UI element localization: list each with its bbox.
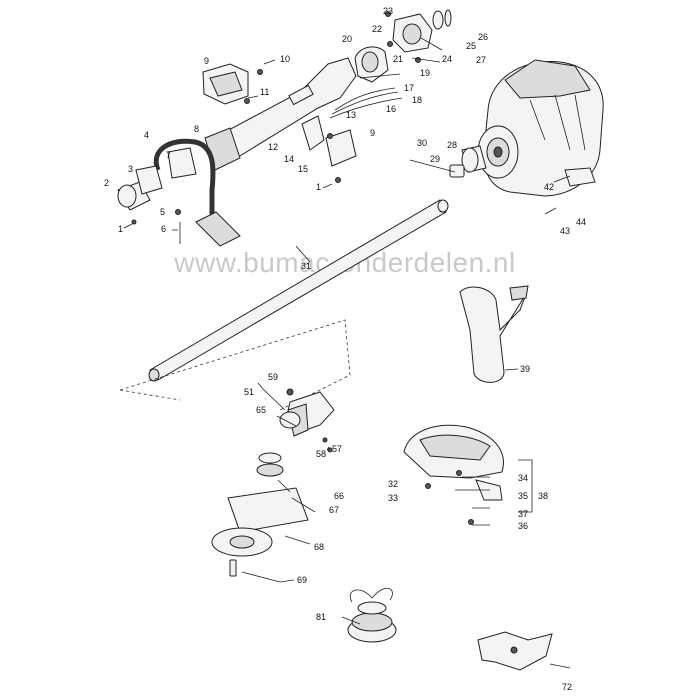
callout-5: 5 [160,207,165,217]
callout-44: 44 [576,217,586,227]
callout-36: 36 [518,521,528,531]
drive-housing [204,57,357,171]
callout-25: 25 [466,41,476,51]
callout-42: 42 [544,182,554,192]
callout-67: 67 [329,505,339,515]
callout-59: 59 [268,372,278,382]
callout-1b: 1 [316,182,321,192]
callout-21: 21 [393,54,403,64]
callout-23: 23 [383,6,393,16]
callout-8: 8 [194,124,199,134]
callout-29: 29 [430,154,440,164]
callout-9b: 9 [370,128,375,138]
clutch-adapter [409,145,487,178]
callout-18: 18 [412,95,422,105]
callout-30: 30 [417,138,427,148]
callout-7: 7 [166,150,171,160]
leader-lines [123,37,571,669]
callout-28: 28 [447,140,457,150]
cutting-guard [403,424,504,525]
callout-33: 33 [388,493,398,503]
callout-65: 65 [256,405,266,415]
callout-24: 24 [442,54,452,64]
callout-68: 68 [314,542,324,552]
callout-37: 37 [518,509,528,519]
callout-34: 34 [518,473,528,483]
callout-15: 15 [298,164,308,174]
trimmer-head [347,588,397,643]
callout-81: 81 [316,612,326,622]
callout-39: 39 [520,364,530,374]
callout-17: 17 [404,83,414,93]
throttle-cables [329,87,403,119]
callout-13: 13 [346,110,356,120]
drive-shaft [148,199,449,382]
callout-1a: 1 [118,224,123,234]
callout-66: 66 [334,491,344,501]
callout-2: 2 [104,178,109,188]
callout-72: 72 [562,682,572,692]
handle-cover [202,63,263,105]
callout-31: 31 [301,261,311,271]
callout-26: 26 [478,32,488,42]
callout-38: 38 [538,491,548,501]
callout-51: 51 [244,387,254,397]
callout-3: 3 [128,164,133,174]
callout-27: 27 [476,55,486,65]
blade-protector [211,527,273,577]
callout-14: 14 [284,154,294,164]
callout-10: 10 [280,54,290,64]
handle-grip [117,165,163,225]
callout-20: 20 [342,34,352,44]
callout-12: 12 [268,142,278,152]
callout-35: 35 [518,491,528,501]
callout-32: 32 [388,479,398,489]
callout-9a: 9 [204,56,209,66]
callout-19: 19 [420,68,430,78]
gear-head [279,388,335,453]
shoulder-harness [459,285,529,383]
dashed-outline [119,319,351,411]
callout-6: 6 [161,224,166,234]
callout-16: 16 [386,104,396,114]
cover-assembly [354,9,452,83]
part-callouts: 1 1 2 3 4 5 6 7 8 9 9 10 11 12 13 14 15 … [104,6,586,692]
callout-57: 57 [332,444,342,454]
loop-handle [153,138,241,247]
callout-4: 4 [144,130,149,140]
callout-69: 69 [297,575,307,585]
trigger-assembly [301,115,357,183]
callout-11: 11 [260,87,269,97]
steel-blade [477,631,553,671]
callout-22: 22 [372,24,382,34]
callout-43: 43 [560,226,570,236]
callout-58: 58 [316,449,326,459]
engine-assembly [477,59,604,197]
cutting-blade [227,487,309,533]
